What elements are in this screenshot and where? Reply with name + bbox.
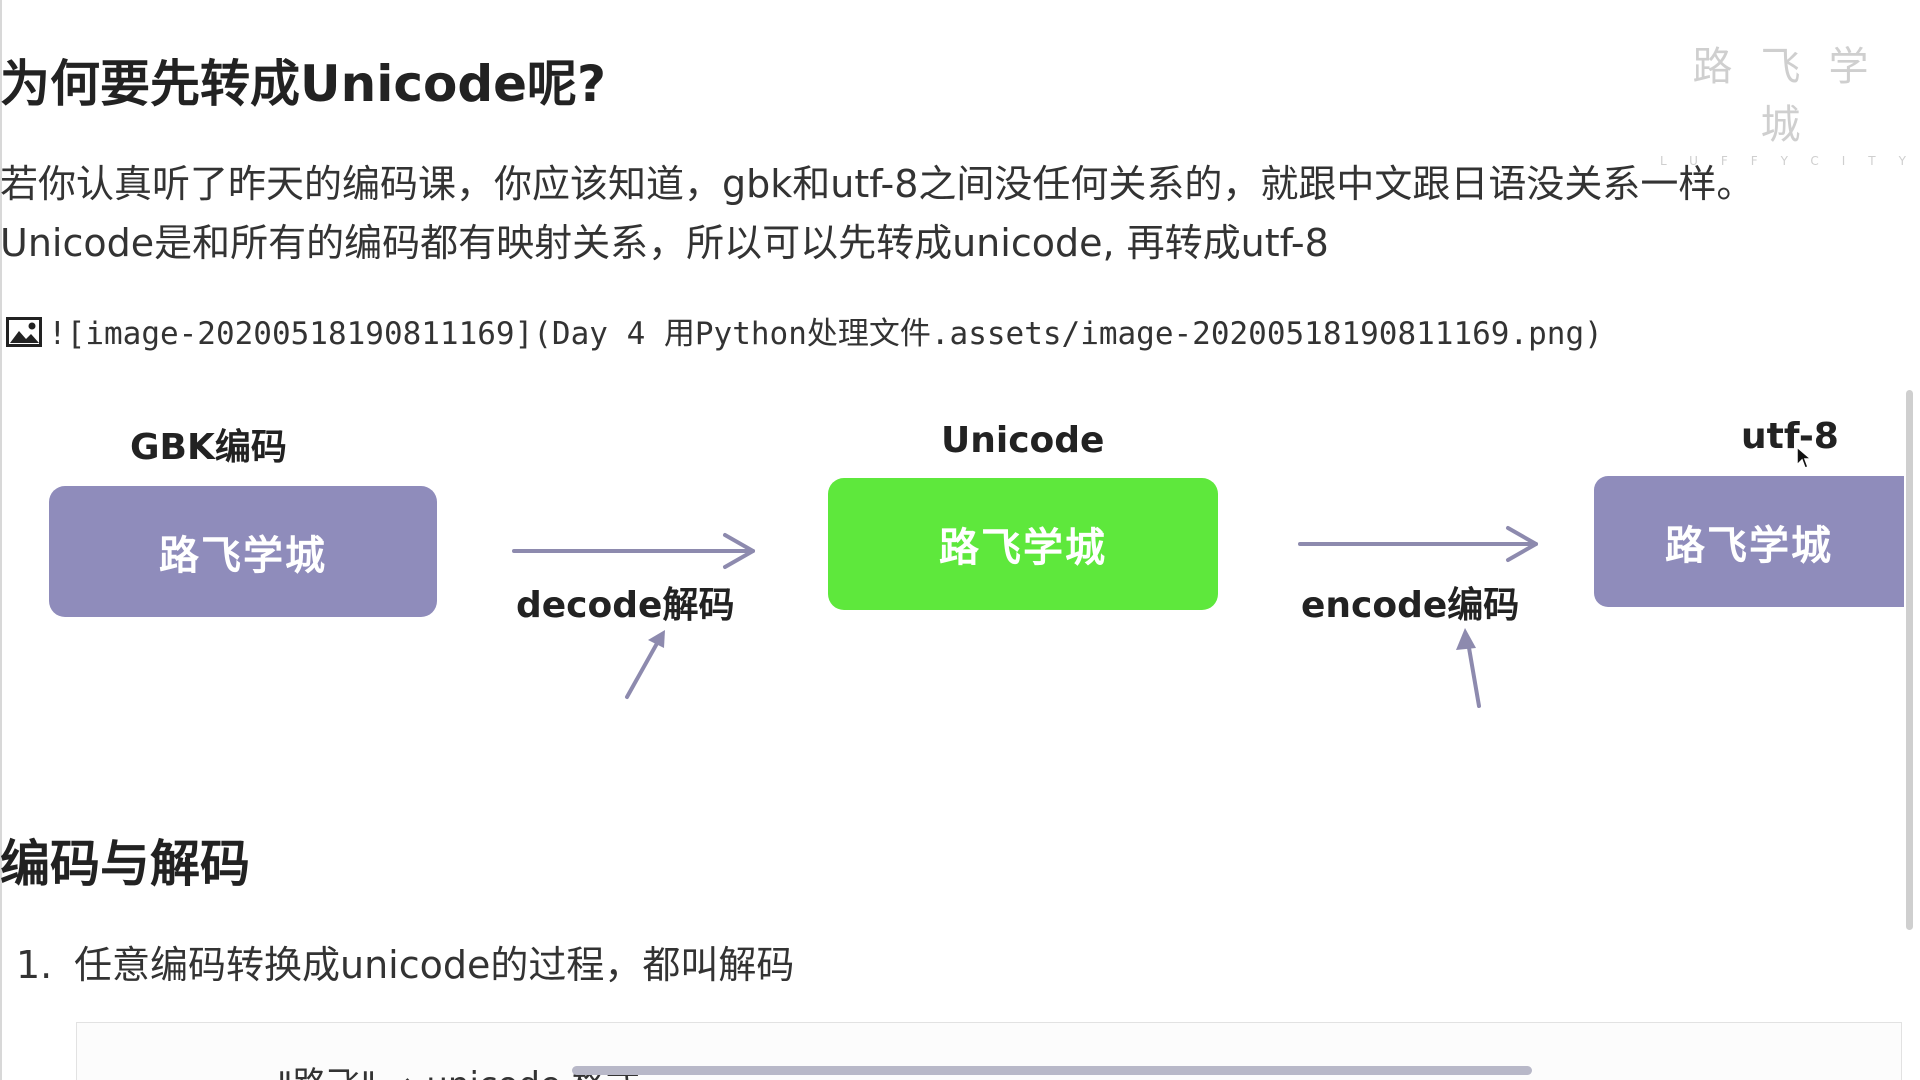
list-item-text: 任意编码转换成unicode的过程，都叫解码 <box>74 943 795 987</box>
vertical-scrollbar[interactable] <box>1906 390 1913 930</box>
encode-pointer-arrow <box>1456 628 1481 708</box>
unicode-label: Unicode <box>941 420 1105 461</box>
paragraph-line-2: Unicode是和所有的编码都有映射关系，所以可以先转成unicode, 再转成… <box>0 221 1329 265</box>
editor-left-border <box>0 0 2 1080</box>
image-icon <box>6 317 42 355</box>
code-text: "路飞" → unicode 格式 <box>277 1057 640 1080</box>
utf8-box: 路飞学城 <box>1594 476 1904 607</box>
paragraph-line-1: 若你认真听了昨天的编码课，你应该知道，gbk和utf-8之间没任何关系的，就跟中… <box>0 162 1755 206</box>
horizontal-scrollbar[interactable] <box>572 1066 1532 1075</box>
section-heading: 为何要先转成Unicode呢? <box>0 55 607 113</box>
watermark-en: LUFFYCITY <box>1660 154 1920 168</box>
image-markdown-text: ![image-20200518190811169](Day 4 用Python… <box>48 316 1603 352</box>
mouse-cursor-icon <box>1796 446 1812 469</box>
gbk-label: GBK编码 <box>130 427 287 468</box>
decode-pointer-arrow <box>625 630 665 699</box>
decode-label: decode解码 <box>516 585 735 626</box>
encode-label: encode编码 <box>1301 585 1520 626</box>
subheading-encode-decode: 编码与解码 <box>0 835 250 893</box>
list-item: 1. 任意编码转换成unicode的过程，都叫解码 <box>16 934 794 989</box>
decode-arrow <box>512 533 755 569</box>
image-markdown-source[interactable]: ![image-20200518190811169](Day 4 用Python… <box>6 308 1603 355</box>
watermark-cn: 路飞学城 <box>1692 44 1897 148</box>
luffycity-watermark: 路飞学城 LUFFYCITY <box>1660 34 1920 168</box>
list-item-number: 1. <box>16 943 53 987</box>
utf8-label: utf-8 <box>1741 416 1839 457</box>
encode-arrow <box>1298 526 1538 562</box>
unicode-box: 路飞学城 <box>828 478 1218 610</box>
gbk-box: 路飞学城 <box>49 486 437 617</box>
code-block[interactable]: "路飞" → unicode 格式 <box>76 1022 1902 1080</box>
